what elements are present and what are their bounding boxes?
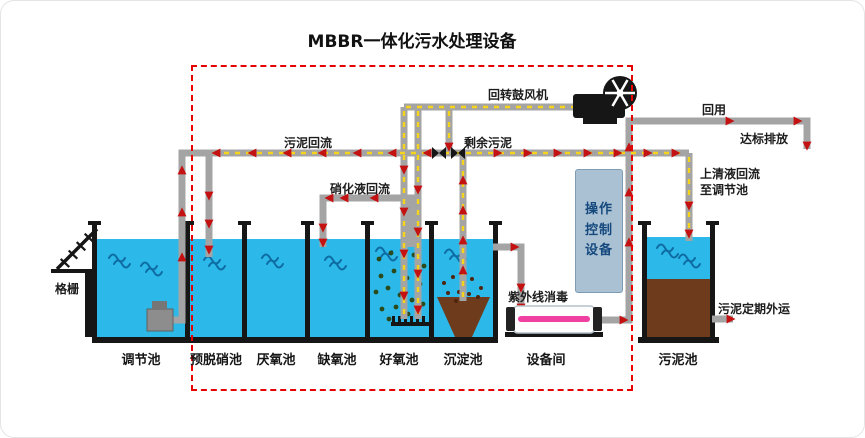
bar-screen-icon [51,227,99,337]
pump-icon [146,301,174,332]
label-grille: 格栅 [55,282,80,296]
label-reuse: 回用 [702,103,727,117]
label-tank-anoxic: 缺氧池 [317,353,357,368]
page-title: MBBR一体化污水处理设备 [307,32,517,52]
label-excess-sludge: 剩余污泥 [464,136,513,150]
label-discharge: 达标排放 [740,132,789,146]
blower-icon [573,76,637,124]
label-nitrified-return: 硝化液回流 [330,182,391,196]
label-sludge-return: 污泥回流 [284,136,333,150]
control-cabinet: 操作 控制 设备 [575,169,623,293]
label-tank-regulation: 调节池 [121,353,161,368]
pipe-feed [169,149,213,324]
label-tank-anaerobic: 厌氧池 [256,353,296,368]
sludge-tank [638,221,719,343]
label-uv-disinfection: 紫外线消毒 [508,290,569,304]
label-equipment-room: 设备间 [526,353,566,368]
label-tank-aerobic: 好氧池 [379,353,419,368]
label-sludge-haul: 污泥定期外运 [718,302,791,316]
label-tank-sedimentation: 沉淀池 [443,353,483,368]
uv-unit [505,305,603,337]
clarifier-hopper [437,297,490,337]
valve-icons [432,147,465,159]
label-supernatant-return: 上清液回流 至调节池 [700,167,761,198]
label-blower: 回转鼓风机 [488,88,549,102]
label-tank-pre-denitrification: 预脱硝池 [189,353,243,368]
pipe-uv-outlet [595,117,811,324]
label-tank-sludge: 污泥池 [658,353,698,368]
